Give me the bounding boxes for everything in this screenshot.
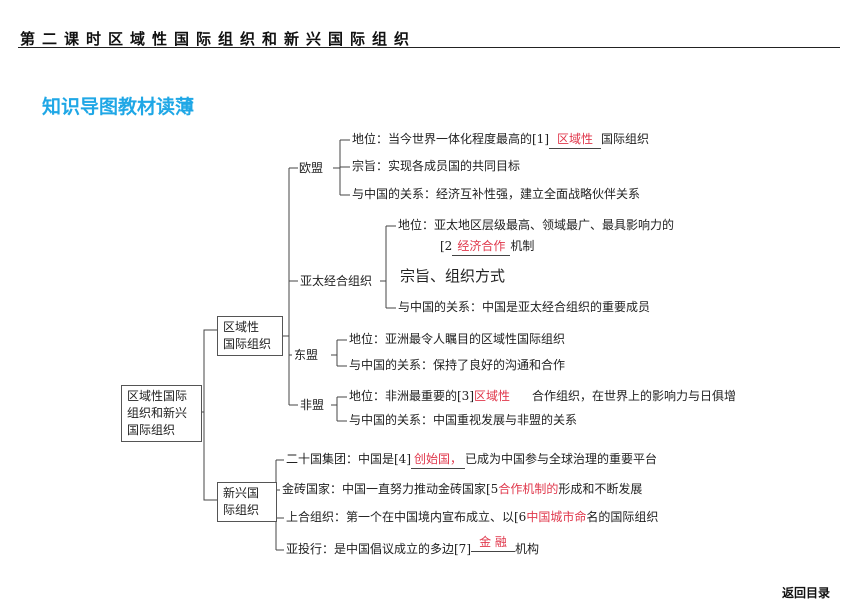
asean-node: 东盟 bbox=[294, 348, 319, 362]
eu-status: 地位：当今世界一体化程度最高的[1]区域性国际组织 bbox=[352, 131, 649, 149]
au-status-answer: 区域性 bbox=[474, 389, 511, 403]
asean-status: 地位：亚洲最令人瞩目的区域性国际组织 bbox=[349, 332, 566, 346]
section-heading: 知识导图教材读薄 bbox=[42, 96, 195, 118]
apec-mechanism-answer: 经济合作 bbox=[452, 238, 511, 256]
brics-prefix: 金砖国家：中国一直努力推动金砖国家[5 bbox=[282, 482, 499, 496]
g20-item: 二十国集团：中国是[4]创始国，已成为中国参与全球治理的重要平台 bbox=[286, 451, 657, 469]
emerging-org-node: 新兴国 际组织 bbox=[217, 482, 277, 522]
root-line-3: 国际组织 bbox=[127, 423, 176, 437]
eu-china: 与中国的关系：经济互补性强，建立全面战略伙伴关系 bbox=[352, 187, 641, 201]
brics-item: 金砖国家：中国一直努力推动金砖国家[5合作机制的形成和不断发展 bbox=[282, 481, 642, 498]
apec-purpose: 宗旨、组织方式 bbox=[400, 267, 506, 285]
apec-mechanism-prefix: [2 bbox=[440, 239, 453, 253]
brics-answer: 合作机制的 bbox=[498, 482, 559, 496]
regional-org-node: 区域性 国际组织 bbox=[217, 316, 283, 356]
sco-item: 上合组织：第一个在中国境内宣布成立、以[6中国城市命名的国际组织 bbox=[286, 509, 658, 526]
eu-status-suffix: 国际组织 bbox=[601, 132, 650, 146]
aiib-suffix: 机构 bbox=[515, 542, 540, 556]
header-rule bbox=[18, 47, 840, 48]
root-line-1: 区域性国际 bbox=[127, 389, 188, 403]
back-to-contents-link[interactable]: 返回目录 bbox=[781, 586, 830, 600]
au-status-suffix: 合作组织，在世界上的影响力与日俱增 bbox=[532, 389, 737, 403]
apec-mechanism-suffix: 机制 bbox=[510, 239, 535, 253]
brics-suffix: 形成和不断发展 bbox=[558, 482, 643, 496]
au-node: 非盟 bbox=[300, 398, 325, 412]
root-line-2: 组织和新兴 bbox=[127, 406, 188, 420]
header-title: 第二课时区域性国际组织和新兴国际组织 bbox=[20, 30, 417, 48]
au-status-prefix: 地位：非洲最重要的[3] bbox=[349, 389, 474, 403]
emerging-label-2: 际组织 bbox=[223, 503, 260, 517]
regional-label-1: 区域性 bbox=[223, 320, 260, 334]
root-node: 区域性国际 组织和新兴 国际组织 bbox=[121, 385, 202, 442]
aiib-prefix: 亚投行：是中国倡议成立的多边[7] bbox=[286, 542, 471, 556]
eu-status-answer: 区域性 bbox=[549, 131, 601, 149]
aiib-item: 亚投行：是中国倡议成立的多边[7]金 融机构 bbox=[286, 535, 540, 559]
sco-suffix: 名的国际组织 bbox=[586, 510, 659, 524]
au-status: 地位：非洲最重要的[3]区域性 合作组织，在世界上的影响力与日俱增 bbox=[349, 388, 736, 405]
g20-suffix: 已成为中国参与全球治理的重要平台 bbox=[465, 452, 658, 466]
aiib-answer: 金 融 bbox=[471, 534, 515, 552]
regional-label-2: 国际组织 bbox=[223, 337, 272, 351]
eu-purpose: 宗旨：实现各成员国的共同目标 bbox=[352, 159, 521, 173]
apec-node: 亚太经合组织 bbox=[300, 274, 373, 288]
g20-prefix: 二十国集团：中国是[4] bbox=[286, 452, 411, 466]
eu-node: 欧盟 bbox=[299, 161, 324, 175]
au-china: 与中国的关系：中国重视发展与非盟的关系 bbox=[349, 413, 578, 427]
sco-answer: 中国城市命 bbox=[526, 510, 587, 524]
g20-answer: 创始国， bbox=[411, 451, 465, 469]
apec-china: 与中国的关系：中国是亚太经合组织的重要成员 bbox=[398, 300, 651, 314]
asean-china: 与中国的关系：保持了良好的沟通和合作 bbox=[349, 358, 566, 372]
emerging-label-1: 新兴国 bbox=[223, 486, 260, 500]
sco-prefix: 上合组织：第一个在中国境内宣布成立、以[6 bbox=[286, 510, 527, 524]
apec-status: 地位：亚太地区层级最高、领域最广、最具影响力的 bbox=[398, 218, 675, 232]
eu-status-prefix: 地位：当今世界一体化程度最高的[1] bbox=[352, 132, 549, 146]
